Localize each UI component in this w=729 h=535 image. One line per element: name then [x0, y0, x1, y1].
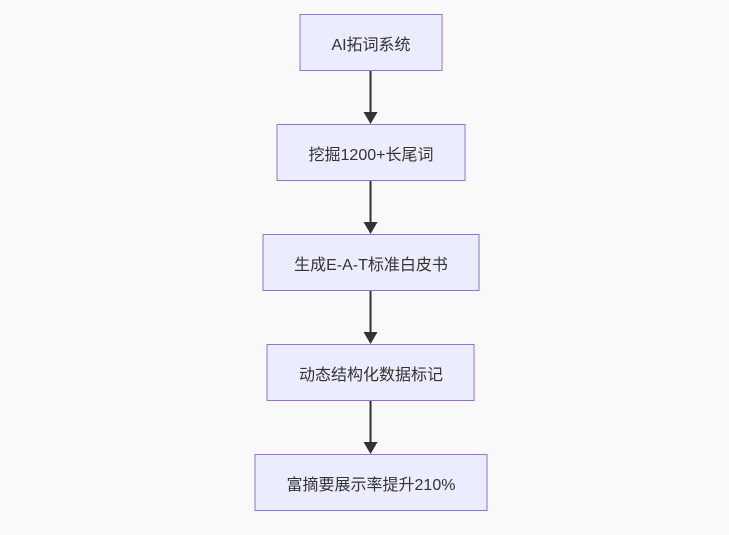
arrow-line	[370, 181, 372, 223]
flow-node-mine-longtail-keywords: 挖掘1200+长尾词	[276, 124, 466, 181]
arrow-line	[370, 71, 372, 113]
flow-arrow	[364, 401, 378, 454]
flow-arrow	[364, 71, 378, 124]
arrow-line	[370, 401, 372, 443]
arrowhead-down-icon	[364, 112, 378, 124]
flow-arrow	[364, 291, 378, 344]
flow-node-rich-snippet-rate-increase: 富摘要展示率提升210%	[254, 454, 488, 511]
flow-node-generate-eat-whitepaper: 生成E-A-T标准白皮书	[262, 234, 480, 291]
flow-arrow	[364, 181, 378, 234]
arrow-line	[370, 291, 372, 333]
flowchart: AI拓词系统 挖掘1200+长尾词 生成E-A-T标准白皮书 动态结构化数据标记…	[254, 14, 488, 511]
flow-node-dynamic-structured-data-markup: 动态结构化数据标记	[266, 344, 475, 401]
arrowhead-down-icon	[364, 222, 378, 234]
arrowhead-down-icon	[364, 332, 378, 344]
flow-node-ai-word-expansion-system: AI拓词系统	[299, 14, 443, 71]
arrowhead-down-icon	[364, 442, 378, 454]
